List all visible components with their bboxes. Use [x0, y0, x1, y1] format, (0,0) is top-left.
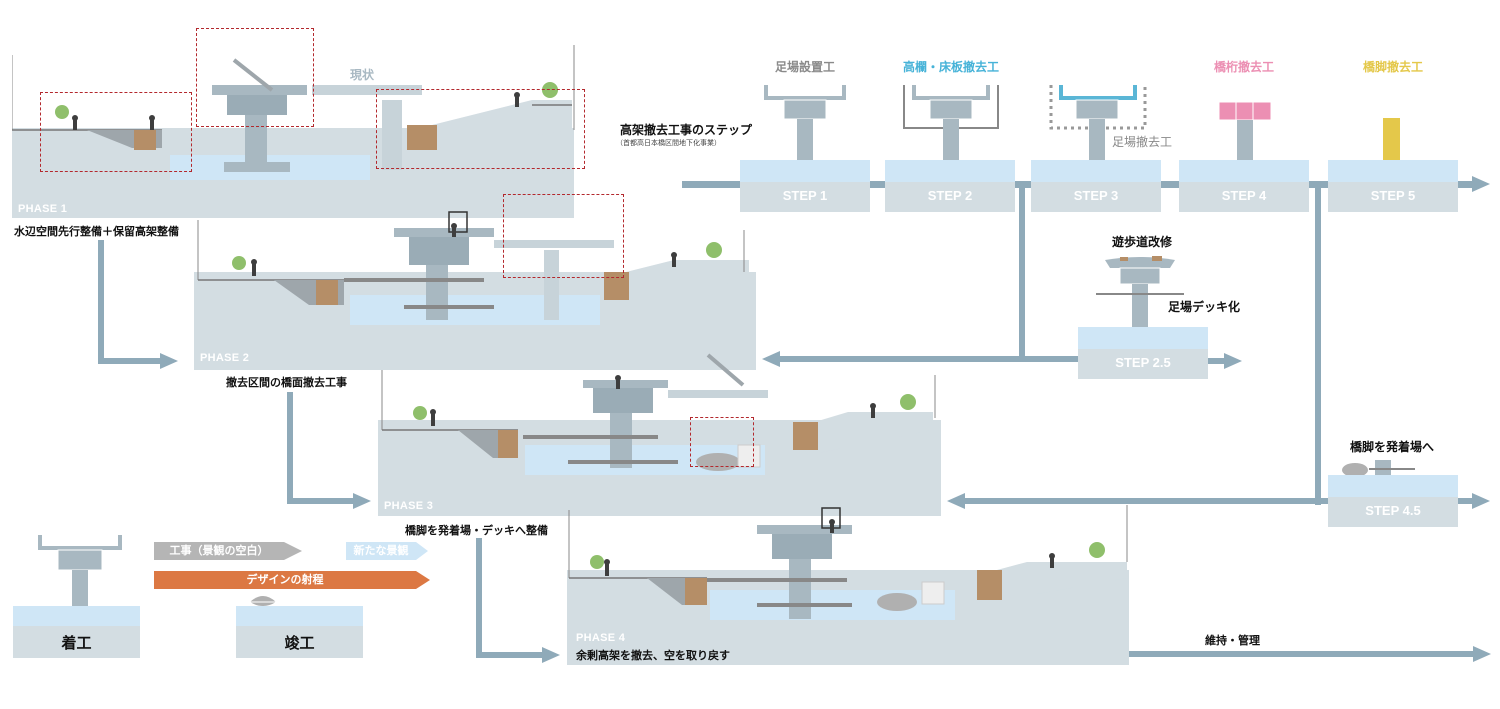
step-3-side-note: 足場撤去工 — [1112, 135, 1173, 149]
phase-4-label: PHASE 4 — [576, 632, 626, 644]
legend-construction-arrow: 工事（景観の空白） — [154, 542, 284, 560]
flow-arrow-phase3-to-4-vertical — [476, 538, 482, 658]
arrowhead-icon — [160, 353, 178, 369]
legend-end-label: 竣工 — [284, 634, 315, 652]
legend-design-range-label: デザインの射程 — [246, 573, 324, 586]
arrowhead-icon — [762, 351, 780, 367]
branch-line-step4 — [1315, 185, 1321, 505]
arrowhead-icon — [416, 542, 428, 560]
flow-arrow-phase2-to-3-horizontal — [287, 498, 353, 504]
step-3-box: STEP 3 — [1031, 160, 1161, 212]
step-2-title: 高欄・床板撤去工 — [902, 60, 999, 74]
promenade-deck-pier-icon — [1096, 256, 1184, 332]
legend-start-box: 着工 — [13, 606, 140, 658]
phase-3-caption: 橋脚を発着場・デッキへ整備 — [405, 524, 548, 537]
step-1-box: STEP 1 — [740, 160, 870, 212]
step-2-5-label: STEP 2.5 — [1115, 355, 1171, 370]
phase-2-bridge-illustration — [197, 211, 749, 320]
phase-2-highlight-crane — [503, 194, 624, 278]
step-5-title: 橋脚撤去工 — [1362, 60, 1423, 74]
phase-1-highlight-left — [40, 92, 192, 172]
arrowhead-icon — [947, 493, 965, 509]
phase-1-highlight-right — [376, 89, 585, 169]
branch-arrow-to-phase-2 — [780, 356, 1080, 362]
step-1-title: 足場設置工 — [774, 60, 835, 74]
phase-3-label: PHASE 3 — [384, 500, 434, 512]
branch-arrow-to-phase-3 — [965, 498, 1330, 504]
maintenance-label: 維持・管理 — [1205, 634, 1260, 647]
step-5-box: STEP 5 — [1328, 160, 1458, 212]
arrowhead-icon — [416, 571, 430, 589]
arrowhead-icon — [1224, 353, 1242, 369]
arrowhead-icon — [353, 493, 371, 509]
step-4-5-label: STEP 4.5 — [1365, 503, 1421, 518]
flow-arrow-phase1-to-2-vertical — [98, 240, 104, 364]
phase-3-bridge-illustration — [381, 353, 936, 471]
legend-new-landscape-label: 新たな景観 — [353, 544, 409, 557]
legend-start-label: 着工 — [61, 634, 92, 652]
phase-2-label: PHASE 2 — [200, 352, 250, 364]
steps-subtitle: （首都高日本橋区間地下化事業） — [616, 139, 721, 147]
step-2-label: STEP 2 — [927, 188, 973, 203]
phase-4-bridge-illustration — [568, 505, 1128, 619]
arrowhead-icon — [542, 647, 560, 663]
phase-1-highlight-crane — [196, 28, 314, 127]
step-2-5-title: 遊歩道改修 — [1112, 235, 1173, 249]
steps-title: 高架撤去工事のステップ — [620, 123, 753, 137]
legend-end-box: 竣工 — [236, 606, 363, 658]
arrowhead-icon — [1473, 646, 1491, 662]
legend-new-landscape-arrow: 新たな景観 — [346, 542, 416, 560]
flow-arrow-phase2-to-3-vertical — [287, 392, 293, 504]
flow-arrow-phase3-to-4-horizontal — [476, 652, 542, 658]
legend-construction-label: 工事（景観の空白） — [169, 544, 269, 557]
legend-boat-icon — [250, 596, 276, 606]
phase-1-bridge-illustration — [12, 45, 575, 172]
phase-4-caption: 余剰高架を撤去、空を取り戻す — [576, 649, 730, 662]
phase-1-label: PHASE 1 — [18, 203, 68, 215]
arrowhead-icon — [1472, 493, 1490, 509]
step-3-label: STEP 3 — [1073, 188, 1119, 203]
phase-3-highlight-boat — [690, 417, 754, 467]
step-4-5-box: STEP 4.5 — [1328, 475, 1458, 527]
step-2-box: STEP 2 — [885, 160, 1015, 212]
phase-2-caption: 撤去区間の橋面撤去工事 — [226, 376, 347, 389]
step-4-title: 橋桁撤去工 — [1213, 60, 1274, 74]
legend-design-range-arrow: デザインの射程 — [154, 571, 416, 589]
step-2-5-box: STEP 2.5 — [1078, 327, 1208, 379]
step-4-5-out-arrow — [1458, 498, 1472, 504]
flow-arrow-phase1-to-2-horizontal — [98, 358, 160, 364]
phase-1-current-state-label: 現状 — [350, 68, 375, 82]
arrowhead-icon — [284, 542, 302, 560]
step-5-label: STEP 5 — [1370, 188, 1416, 203]
step-1-label: STEP 1 — [782, 188, 828, 203]
step-2-5-side-note: 足場デッキ化 — [1168, 300, 1241, 314]
arrowhead-icon — [1472, 176, 1490, 192]
step-4-label: STEP 4 — [1221, 188, 1267, 203]
step-2-5-out-arrow — [1208, 358, 1224, 364]
maintenance-arrow-line — [1129, 651, 1473, 657]
step-4-box: STEP 4 — [1179, 160, 1309, 212]
branch-line-step2 — [1019, 185, 1025, 360]
phase-1-caption: 水辺空間先行整備＋保留高架整備 — [14, 225, 179, 238]
step-4-5-title: 橋脚を発着場へ — [1350, 440, 1435, 454]
